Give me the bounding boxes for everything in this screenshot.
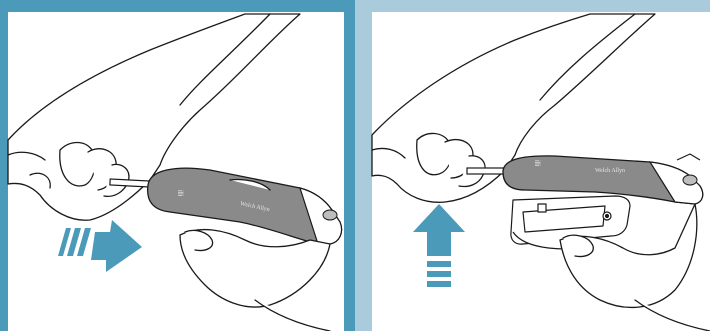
illustration-battery-door-open: Welch Allyn illi	[355, 0, 710, 331]
cap-text: illi	[176, 190, 183, 197]
battery-compartment	[510, 195, 631, 250]
instruction-panel-right: Welch Allyn illi	[355, 0, 710, 331]
instrument-handle: Welch Allyn illi	[146, 167, 343, 245]
illustration-screwdriver-removal: Welch Allyn illi	[0, 0, 355, 331]
arrow-right-icon	[58, 220, 142, 272]
left-hand-drawing	[7, 13, 301, 221]
right-hand-drawing	[559, 203, 710, 331]
cap-text: illi	[533, 160, 540, 167]
left-hand-drawing	[371, 13, 656, 203]
right-hand-drawing	[179, 178, 331, 331]
instrument-handle: Welch Allyn illi	[502, 153, 704, 205]
instruction-panel-left: Welch Allyn illi	[0, 0, 355, 331]
arrow-up-icon	[413, 204, 465, 287]
handle-brand-text: Welch Allyn	[595, 168, 625, 174]
